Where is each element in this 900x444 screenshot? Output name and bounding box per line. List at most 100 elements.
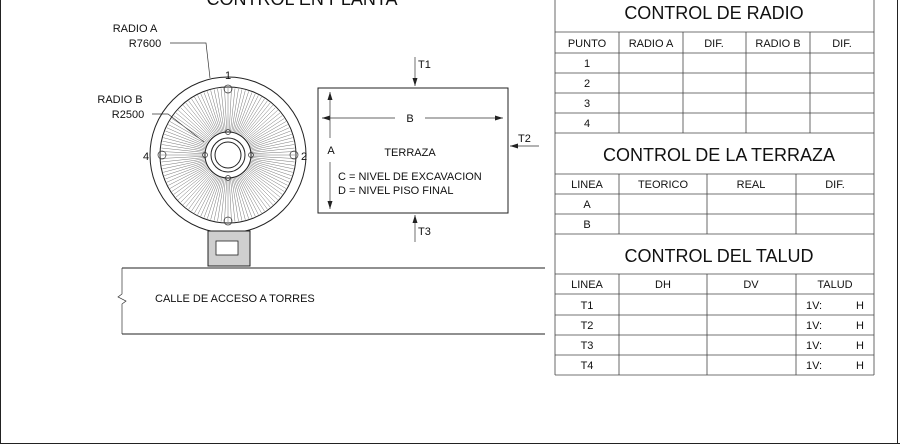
hatch-ray	[244, 170, 278, 201]
hatch-ray	[161, 155, 206, 159]
terrace-label-a: A	[327, 145, 335, 157]
hatch-ray	[164, 134, 207, 149]
table-row: T1	[581, 300, 594, 312]
radio-header-radio-a: RADIO A	[629, 38, 674, 50]
hatch-ray	[197, 95, 218, 135]
hatch-ray	[246, 115, 283, 142]
inner-mark-top	[225, 129, 231, 135]
hatch-ray	[188, 100, 215, 137]
talud-ratio-h: H	[856, 320, 864, 332]
hatch-ray	[188, 173, 215, 210]
inner-mark-left	[202, 152, 208, 158]
hatch-ray	[197, 175, 218, 215]
hatch-ray	[161, 158, 206, 166]
hatch-ray	[175, 112, 211, 141]
hatch-ray	[213, 177, 224, 221]
hatch-ray	[244, 171, 276, 203]
talud-header-dv: DV	[743, 279, 759, 291]
talud-header-linea: LINEA	[571, 279, 603, 291]
hatch-ray	[175, 169, 211, 198]
radio-header-dif-a: DIF.	[704, 38, 724, 50]
hatch-ray	[213, 89, 224, 133]
hatch-ray	[245, 112, 281, 141]
hatch-ray	[173, 168, 210, 195]
hatch-ray	[237, 93, 256, 135]
inner-mark-bottom	[225, 175, 231, 181]
terrace-table: CONTROL DE LA TERRAZA LINEA TEORICO REAL…	[555, 145, 874, 235]
hatch-ray	[178, 109, 212, 140]
hatch-ray	[247, 166, 287, 189]
hatch-ray	[162, 159, 206, 170]
talud-ratio-h: H	[856, 360, 864, 372]
hatch-ray	[249, 161, 292, 176]
control-tables: CONTROL DE RADIO PUNTO RADIO A DIF. RADI…	[554, 0, 875, 376]
hatch-ray	[234, 176, 249, 219]
talud-ratio-v: 1V:	[806, 340, 822, 352]
hatch-ray	[217, 177, 225, 222]
hatch-ray	[161, 147, 206, 153]
hatch-ray	[194, 96, 217, 136]
hatch-ray	[182, 105, 213, 139]
hatch-ray	[247, 118, 285, 143]
terrace-outline	[317, 87, 509, 214]
hatch-ray	[168, 124, 208, 145]
radio-table-title: CONTROL DE RADIO	[624, 3, 803, 23]
hatch-ray	[194, 174, 217, 214]
terrace-table-title: CONTROL DE LA TERRAZA	[603, 145, 835, 165]
hatch-ray	[241, 173, 268, 210]
hatch-ray	[244, 109, 278, 140]
terrace-note-c: C = NIVEL DE EXCAVACION	[338, 171, 482, 183]
hatch-ray	[171, 118, 209, 143]
point-label-1: 1	[225, 70, 231, 82]
hatch-ray	[169, 166, 209, 189]
radio-header-dif-b: DIF.	[832, 38, 852, 50]
control-mark-top	[223, 84, 233, 94]
hatch-ray	[247, 167, 285, 192]
hatch-ray	[224, 88, 228, 133]
hatch-ray	[220, 88, 226, 133]
hatch-ray	[250, 157, 295, 163]
inner-mark-right	[248, 152, 254, 158]
hatch-ray	[244, 107, 276, 139]
talud-ratio-v: 1V:	[806, 360, 822, 372]
hatch-ray	[220, 177, 226, 222]
talud-ratio-v: 1V:	[806, 320, 822, 332]
hatch-ray	[207, 176, 222, 219]
plan-title: CONTROL EN PLANTA	[206, 0, 397, 9]
hatch-ray	[217, 88, 225, 133]
hatch-ray	[236, 92, 253, 134]
radio-table: CONTROL DE RADIO PUNTO RADIO A DIF. RADI…	[555, 3, 874, 134]
radio-header-punto: PUNTO	[568, 38, 607, 50]
hatch-ray	[185, 102, 214, 138]
control-mark-right	[289, 150, 299, 160]
terrace-header-linea: LINEA	[571, 179, 603, 191]
radio-b-leader	[152, 113, 205, 143]
dim-b-arrow-left	[322, 115, 330, 121]
hatch-ray	[250, 144, 295, 152]
dim-a-arrow-top	[327, 92, 333, 100]
hatch-ray	[250, 155, 295, 159]
hatch-ray	[250, 147, 295, 153]
radio-b-value: R2500	[112, 109, 144, 121]
table-row: T2	[581, 320, 594, 332]
radial-hatch	[161, 88, 295, 222]
hatch-ray	[162, 140, 206, 151]
plan-view: CONTROL EN PLANTA RADIO A R7600 RADIO B …	[97, 0, 545, 335]
table-row: 4	[584, 118, 590, 130]
hatch-ray	[233, 177, 246, 220]
hatch-ray	[237, 175, 256, 217]
hatch-ray	[231, 177, 239, 222]
hatch-ray	[245, 169, 281, 198]
hatch-ray	[239, 174, 262, 214]
radio-header-radio-b: RADIO B	[755, 38, 800, 50]
hatch-ray	[207, 91, 222, 134]
talud-table: CONTROL DEL TALUD LINEA DH DV TALUD T1 T…	[555, 246, 874, 375]
control-mark-left	[157, 150, 167, 160]
hatch-ray	[180, 171, 212, 203]
hatch-ray	[242, 102, 271, 138]
hatch-ray	[191, 174, 216, 212]
table-row: T4	[581, 360, 594, 372]
hatch-ray	[164, 161, 207, 176]
hatch-ray	[250, 160, 293, 173]
hatch-ray	[232, 89, 243, 133]
